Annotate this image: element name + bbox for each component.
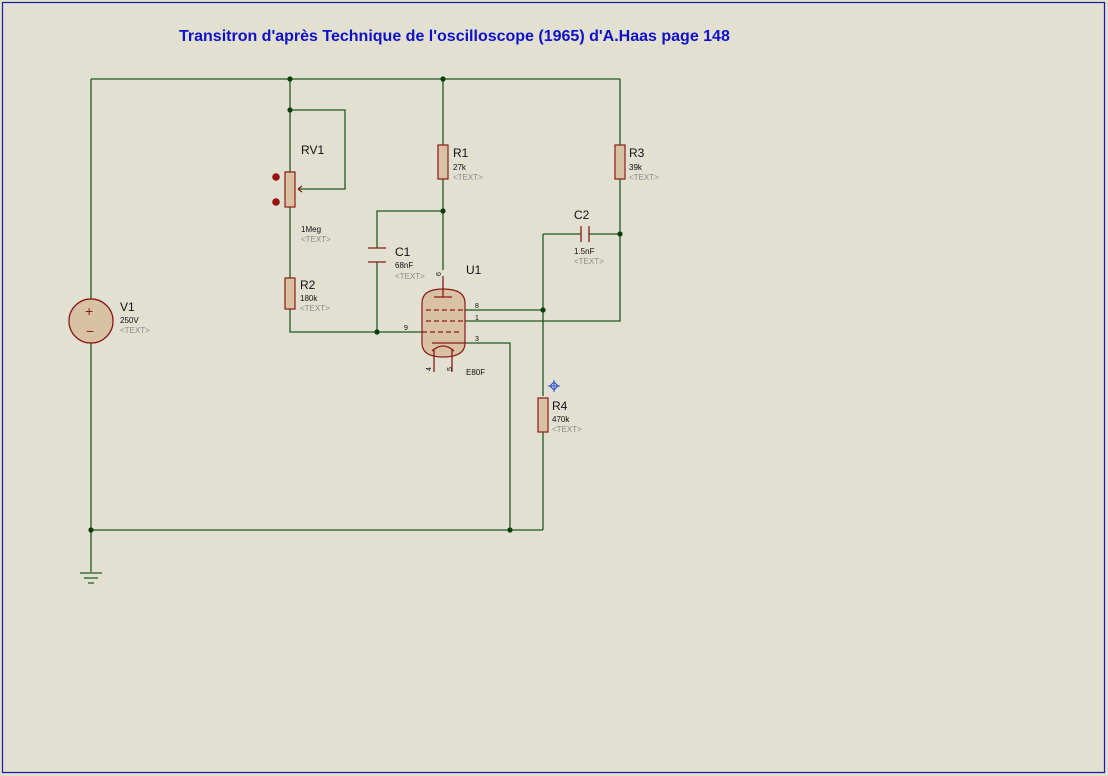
rv1-value-label: 1Meg [301, 225, 321, 234]
r4-ref-label: R4 [552, 399, 568, 413]
u1-pin-1: 1 [475, 315, 479, 322]
r4-value-label: 470k [552, 415, 570, 424]
c2-capacitor[interactable] [580, 226, 590, 242]
schematic-title: Transitron d'après Technique de l'oscill… [179, 28, 730, 45]
r1-ref-label: R1 [453, 146, 469, 160]
svg-text:−: − [86, 323, 94, 339]
r3-resistor[interactable] [614, 144, 626, 180]
r1-resistor[interactable] [437, 144, 449, 180]
v1-ref-label: V1 [120, 300, 135, 314]
u1-ref-label: U1 [466, 263, 482, 277]
u1-pin-9: 9 [404, 325, 408, 332]
r2-text-label: <TEXT> [300, 304, 330, 313]
r2-ref-label: R2 [300, 278, 316, 292]
c1-text-label: <TEXT> [395, 272, 425, 281]
v1-value-label: 250V [120, 316, 139, 325]
r1-value-label: 27k [453, 163, 467, 172]
u1-value-label: E80F [466, 368, 485, 377]
c1-capacitor[interactable] [368, 247, 386, 263]
r3-text-label: <TEXT> [629, 173, 659, 182]
r4-text-label: <TEXT> [552, 425, 582, 434]
c2-text-label: <TEXT> [574, 257, 604, 266]
rv1-ref-label: RV1 [301, 143, 324, 157]
u1-pin-8: 8 [475, 303, 479, 310]
r3-value-label: 39k [629, 163, 643, 172]
svg-text:+: + [85, 303, 93, 319]
rv1-text-label: <TEXT> [301, 235, 331, 244]
c2-ref-label: C2 [574, 208, 590, 222]
u1-pin-3: 3 [475, 336, 479, 343]
r4-resistor[interactable] [537, 397, 549, 433]
v1-source[interactable]: + − [68, 298, 114, 344]
u1-pin-6: 6 [436, 272, 443, 276]
r1-text-label: <TEXT> [453, 173, 483, 182]
rv1-potentiometer[interactable] [272, 171, 303, 208]
u1-pentode-tube[interactable] [421, 276, 466, 372]
u1-pin-5: 5 [447, 367, 454, 371]
wires [90, 78, 621, 572]
ground-icon[interactable] [80, 572, 102, 584]
c2-value-label: 1.5nF [574, 247, 595, 256]
crosshair-diamond-icon[interactable] [548, 380, 560, 392]
r2-resistor[interactable] [284, 277, 296, 310]
r3-ref-label: R3 [629, 146, 645, 160]
v1-text-label: <TEXT> [120, 326, 150, 335]
c1-ref-label: C1 [395, 245, 411, 259]
c1-value-label: 68nF [395, 261, 413, 270]
u1-pin-4: 4 [426, 367, 433, 371]
r2-value-label: 180k [300, 294, 318, 303]
junction-dots [88, 76, 623, 533]
